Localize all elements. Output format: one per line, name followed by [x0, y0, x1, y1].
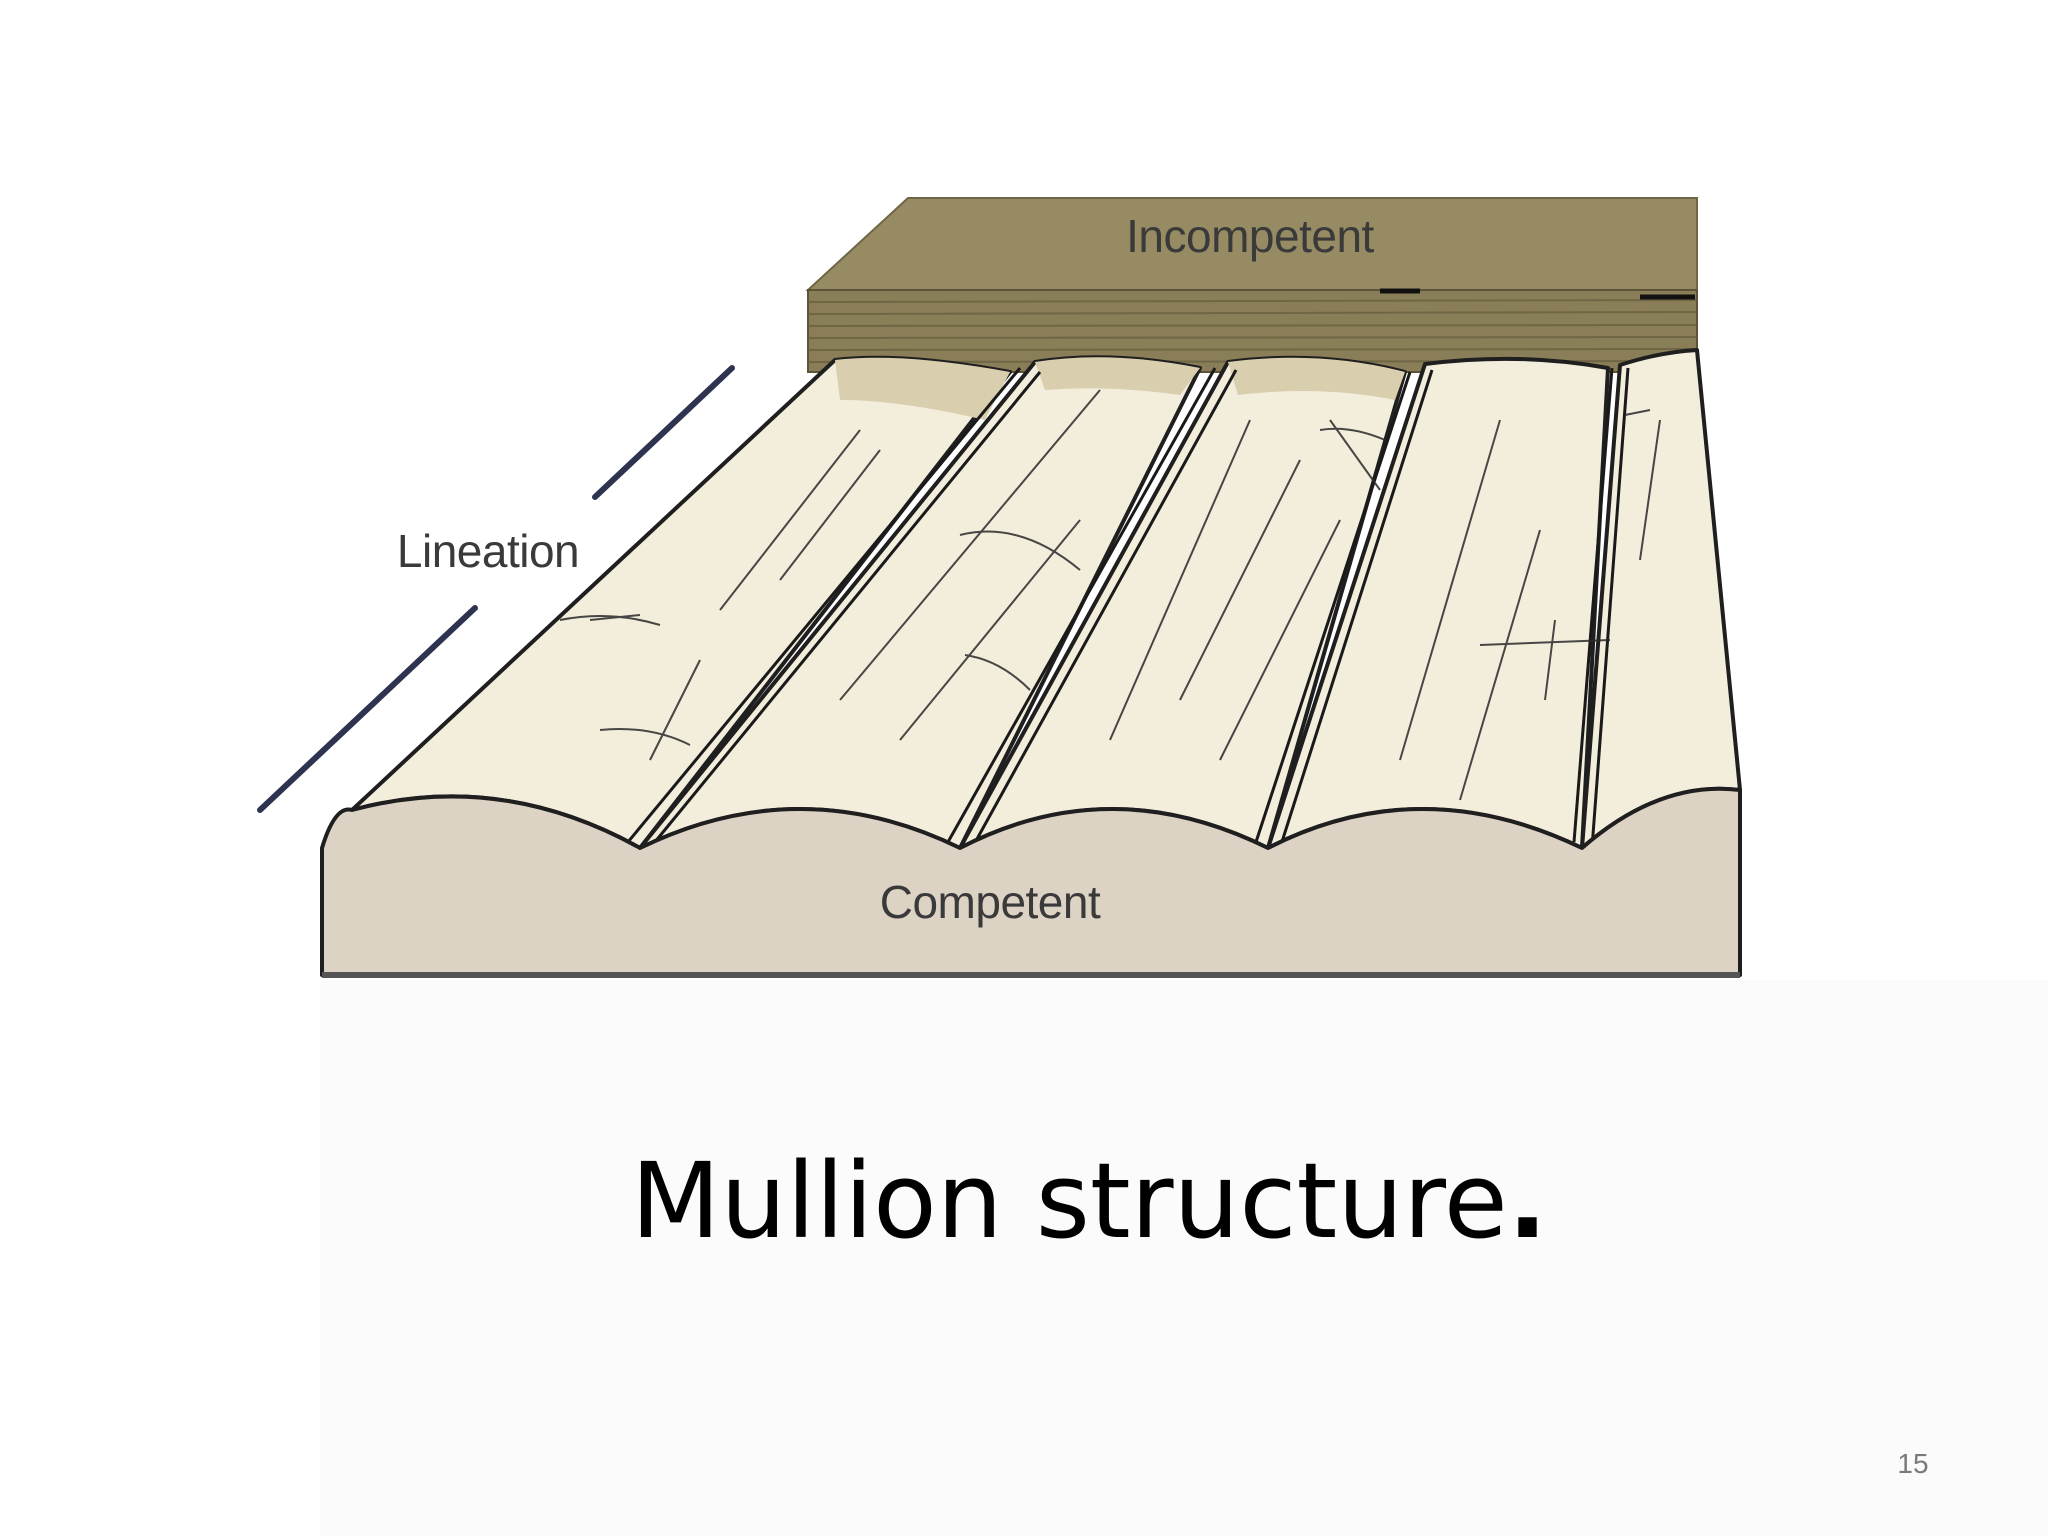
page-number: 15 [1897, 1448, 1929, 1479]
lineation-indicator [257, 365, 735, 813]
lineation-line-lower [257, 605, 478, 813]
caption-text: Mullion structure [630, 1140, 1508, 1262]
background-panel [320, 980, 2048, 1536]
mullion-striations [559, 389, 1661, 801]
incompetent-label: Incompetent [1126, 210, 1374, 262]
groove-lines [626, 367, 1630, 849]
lineation-label: Lineation [397, 525, 579, 577]
caption-period: . [1507, 1140, 1548, 1262]
competent-label: Competent [880, 876, 1101, 928]
mullions [350, 348, 1742, 850]
competent-block [320, 786, 1742, 977]
slide-caption: Mullion structure. [0, 1140, 2048, 1262]
mullion-structure-diagram: Incompetent [257, 197, 1742, 978]
lineation-line-upper [592, 365, 735, 500]
